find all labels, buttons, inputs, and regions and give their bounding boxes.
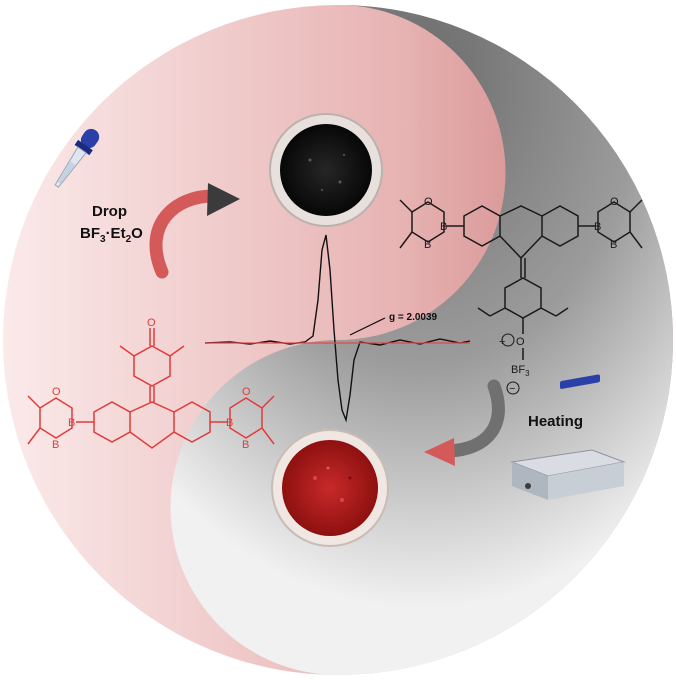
svg-text:B: B xyxy=(226,417,233,429)
drop-arrow xyxy=(149,183,240,279)
dropper-icon xyxy=(54,128,100,188)
svg-text:B: B xyxy=(68,417,75,429)
svg-text:O: O xyxy=(242,386,251,398)
svg-text:B: B xyxy=(424,239,431,251)
svg-text:B: B xyxy=(610,239,617,251)
svg-text:B: B xyxy=(594,221,601,233)
svg-text:BF3: BF3 xyxy=(511,364,530,378)
svg-text:−: − xyxy=(509,383,515,395)
svg-text:B: B xyxy=(52,439,59,451)
svg-text:O: O xyxy=(424,196,433,208)
hot-plate-icon xyxy=(510,374,626,500)
svg-text:B: B xyxy=(242,439,249,451)
red-sample-dish xyxy=(271,429,389,547)
black-molecule-atoms: O B O B B O B + BF3 − xyxy=(424,196,619,395)
heating-arrow xyxy=(424,379,505,466)
black-molecule xyxy=(399,199,643,334)
svg-text:O: O xyxy=(516,336,525,348)
svg-text:O: O xyxy=(610,196,619,208)
drop-label: Drop BF3·Et2O xyxy=(80,203,143,245)
g-value-pointer xyxy=(349,317,386,336)
epr-spectrum: g = 2.0039 xyxy=(204,234,471,423)
drop-text: Drop xyxy=(92,203,127,220)
red-molecule-atoms: O B O B B O B xyxy=(52,317,251,451)
svg-text:B: B xyxy=(440,221,447,233)
reagent-label: BF3·Et2O xyxy=(80,225,143,245)
yin-yang-background xyxy=(3,5,673,675)
heating-label: Heating xyxy=(528,413,583,430)
svg-text:O: O xyxy=(52,386,61,398)
red-molecule xyxy=(27,328,275,449)
black-sample-dish xyxy=(269,113,383,227)
svg-text:O: O xyxy=(147,317,156,329)
g-value-label: g = 2.0039 xyxy=(389,312,438,323)
